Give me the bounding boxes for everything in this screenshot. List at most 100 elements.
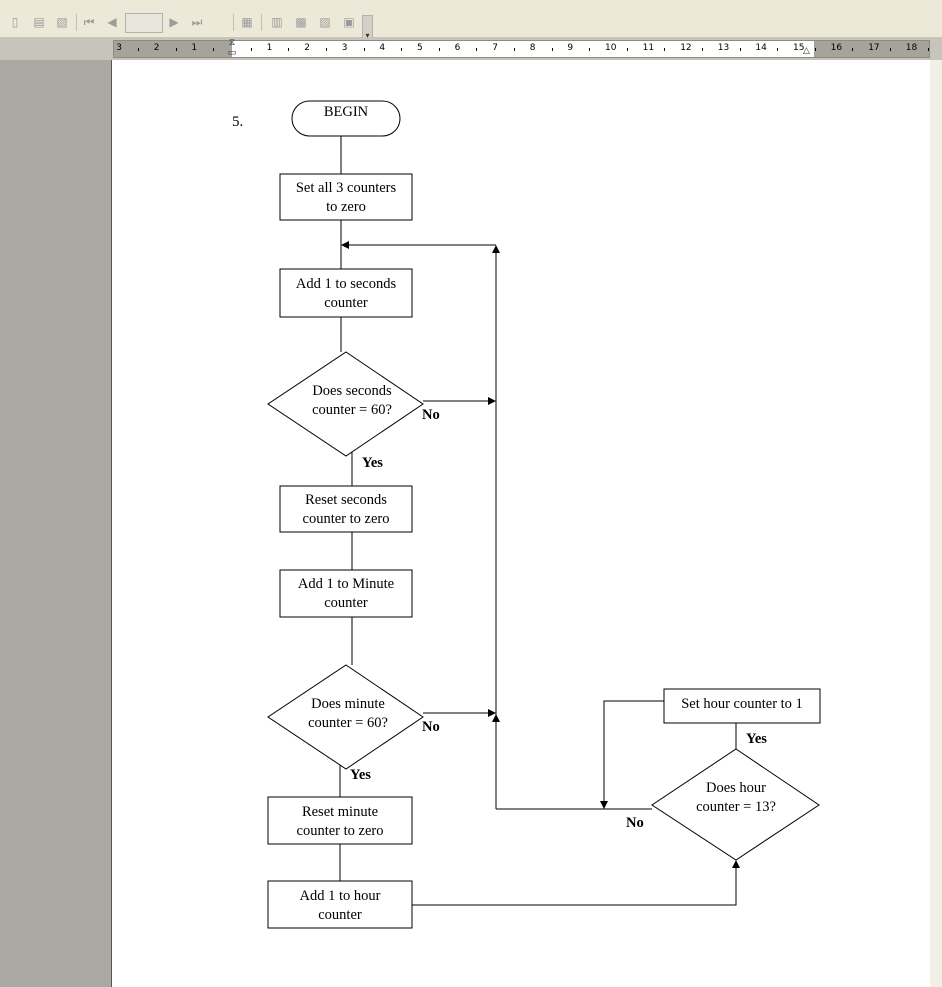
ruler-tick bbox=[777, 48, 779, 51]
ruler-label: 15 bbox=[793, 43, 805, 53]
ruler-label: 3 bbox=[341, 43, 348, 53]
ruler-label: 7 bbox=[492, 43, 498, 53]
merge-document-icon[interactable]: ▥ bbox=[271, 15, 283, 29]
next-record-icon[interactable]: ▶ bbox=[169, 15, 179, 29]
first-record-icon[interactable]: ⏮ bbox=[83, 15, 95, 29]
text-line: counter bbox=[324, 295, 368, 311]
text-line: counter bbox=[324, 595, 368, 611]
toolbar-separator bbox=[76, 14, 77, 31]
minute-decision bbox=[267, 664, 424, 770]
add-hour-to-decision bbox=[412, 860, 740, 906]
ruler-tick bbox=[702, 48, 703, 51]
merge-fax-icon[interactable]: ▣ bbox=[343, 15, 355, 29]
ruler-label: 13 bbox=[717, 43, 730, 53]
ruler-tick bbox=[551, 48, 553, 51]
right-indent-marker-icon[interactable]: △ bbox=[803, 46, 810, 56]
seconds-decision-text: Does seconds counter = 60? bbox=[282, 382, 422, 420]
seconds-decision bbox=[267, 351, 424, 457]
ruler-tick bbox=[326, 48, 327, 51]
add-minute-text: Add 1 to Minute counter bbox=[280, 575, 412, 613]
ruler-label: 2 bbox=[304, 43, 310, 53]
no-seconds-label: No bbox=[422, 407, 440, 423]
ruler-tick bbox=[626, 48, 628, 51]
ruler-tick bbox=[250, 48, 252, 51]
text-line: Set hour counter to 1 bbox=[681, 696, 803, 712]
set-hour-return bbox=[600, 700, 664, 809]
set-counters-box bbox=[279, 173, 413, 221]
text-line: Reset seconds bbox=[305, 492, 387, 508]
text-line: Add 1 to hour bbox=[299, 888, 381, 904]
mail-merge-toolbar: ▯ ▤ ▧ ⏮ ◀ ▶ ⏭ ▦ ▥ ▩ ▨ ▣ ▾ bbox=[0, 9, 942, 41]
text-line: Does minute bbox=[311, 696, 385, 712]
last-record-icon[interactable]: ⏭ bbox=[191, 15, 203, 29]
merge-printer-icon[interactable]: ▩ bbox=[295, 15, 307, 29]
add-seconds-box bbox=[279, 268, 413, 318]
ruler-tick bbox=[138, 48, 139, 51]
yes-minute-label: Yes bbox=[350, 767, 371, 783]
ruler-tick bbox=[401, 48, 403, 51]
ruler-right-margin bbox=[814, 41, 929, 57]
text-line: Reset minute bbox=[301, 804, 379, 820]
text-line: counter = 13? bbox=[696, 799, 776, 815]
no-hour-label: No bbox=[626, 815, 644, 831]
ruler-tick bbox=[288, 48, 290, 51]
ruler-label: 6 bbox=[454, 43, 461, 53]
ruler-tick bbox=[927, 48, 929, 51]
ruler-tick bbox=[664, 48, 666, 51]
merge-email-icon[interactable]: ▨ bbox=[319, 15, 331, 29]
ruler-tick bbox=[514, 48, 515, 51]
ruler-label: 12 bbox=[680, 43, 692, 53]
document-page[interactable] bbox=[111, 60, 932, 987]
ruler-tick bbox=[739, 48, 741, 51]
ruler-tick bbox=[363, 48, 365, 51]
page-icon[interactable]: ▯ bbox=[11, 15, 19, 29]
set-hour-text: Set hour counter to 1 bbox=[664, 695, 820, 714]
ruler-label: 5 bbox=[417, 43, 423, 53]
text-line: Does hour bbox=[705, 780, 766, 796]
ruler-label: 9 bbox=[567, 43, 574, 53]
text-line: counter = 60? bbox=[308, 715, 388, 731]
hour-decision-text: Does hour counter = 13? bbox=[666, 779, 806, 817]
ruler-tick bbox=[438, 48, 440, 51]
yes-hour-label: Yes bbox=[746, 731, 767, 747]
text-line: Add 1 to seconds bbox=[295, 276, 397, 292]
ruler-label: 8 bbox=[529, 43, 536, 53]
begin-terminator bbox=[291, 100, 401, 137]
ruler-tick bbox=[890, 48, 891, 51]
ruler-label: 3 bbox=[116, 43, 122, 53]
yes-seconds-label: Yes bbox=[362, 455, 383, 471]
ruler-label: 16 bbox=[830, 43, 843, 53]
ruler-tick bbox=[175, 48, 177, 51]
text-line: Does seconds bbox=[312, 383, 392, 399]
text-line: to zero bbox=[326, 199, 366, 215]
ruler-label: 10 bbox=[605, 43, 617, 53]
ruler-label: 17 bbox=[868, 43, 880, 53]
toolbar-separator bbox=[233, 14, 234, 31]
set-counters-text: Set all 3 counters to zero bbox=[280, 179, 412, 217]
indent-marker-icon[interactable]: ⧖▭ bbox=[227, 38, 237, 58]
prev-record-icon[interactable]: ◀ bbox=[107, 15, 117, 29]
toolbar-separator bbox=[261, 14, 262, 31]
record-number-input[interactable] bbox=[125, 13, 163, 33]
reset-seconds-text: Reset seconds counter to zero bbox=[280, 491, 412, 529]
vertical-scrollbar[interactable] bbox=[930, 60, 942, 987]
text-line: Set all 3 counters bbox=[295, 180, 397, 196]
text-line: counter to zero bbox=[296, 823, 384, 839]
file-icon[interactable]: ▧ bbox=[56, 15, 68, 29]
merge-icon[interactable]: ▦ bbox=[241, 15, 253, 29]
ruler-tick bbox=[476, 48, 478, 51]
ruler-tick bbox=[589, 48, 591, 51]
set-hour-box bbox=[663, 688, 821, 724]
ruler-label: 18 bbox=[905, 43, 918, 53]
add-hour-text: Add 1 to hour counter bbox=[268, 887, 412, 925]
no-minute-label: No bbox=[422, 719, 440, 735]
list-number: 5. bbox=[232, 114, 244, 130]
text-line: Add 1 to Minute bbox=[297, 576, 395, 592]
ruler-tick bbox=[213, 48, 215, 51]
link-icon[interactable]: ▤ bbox=[33, 15, 45, 29]
ruler-label: 4 bbox=[379, 43, 386, 53]
reset-minute-text: Reset minute counter to zero bbox=[268, 803, 412, 841]
ruler-label: 1 bbox=[266, 43, 273, 53]
